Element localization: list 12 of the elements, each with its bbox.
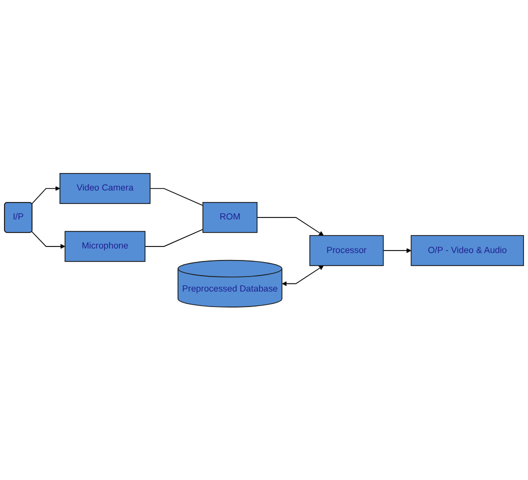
node-box: Microphone [64,230,146,262]
node-box: ROM [202,202,258,233]
arrow [256,216,324,236]
node-box: Processor [309,234,384,266]
node-box: O/P - Video & Audio [410,234,524,266]
node-box: Video Camera [60,172,151,204]
arrow [382,248,412,253]
connector [150,188,204,206]
connector [144,228,204,247]
arrow [31,186,60,204]
arrow [282,265,324,286]
arrow [31,230,66,249]
